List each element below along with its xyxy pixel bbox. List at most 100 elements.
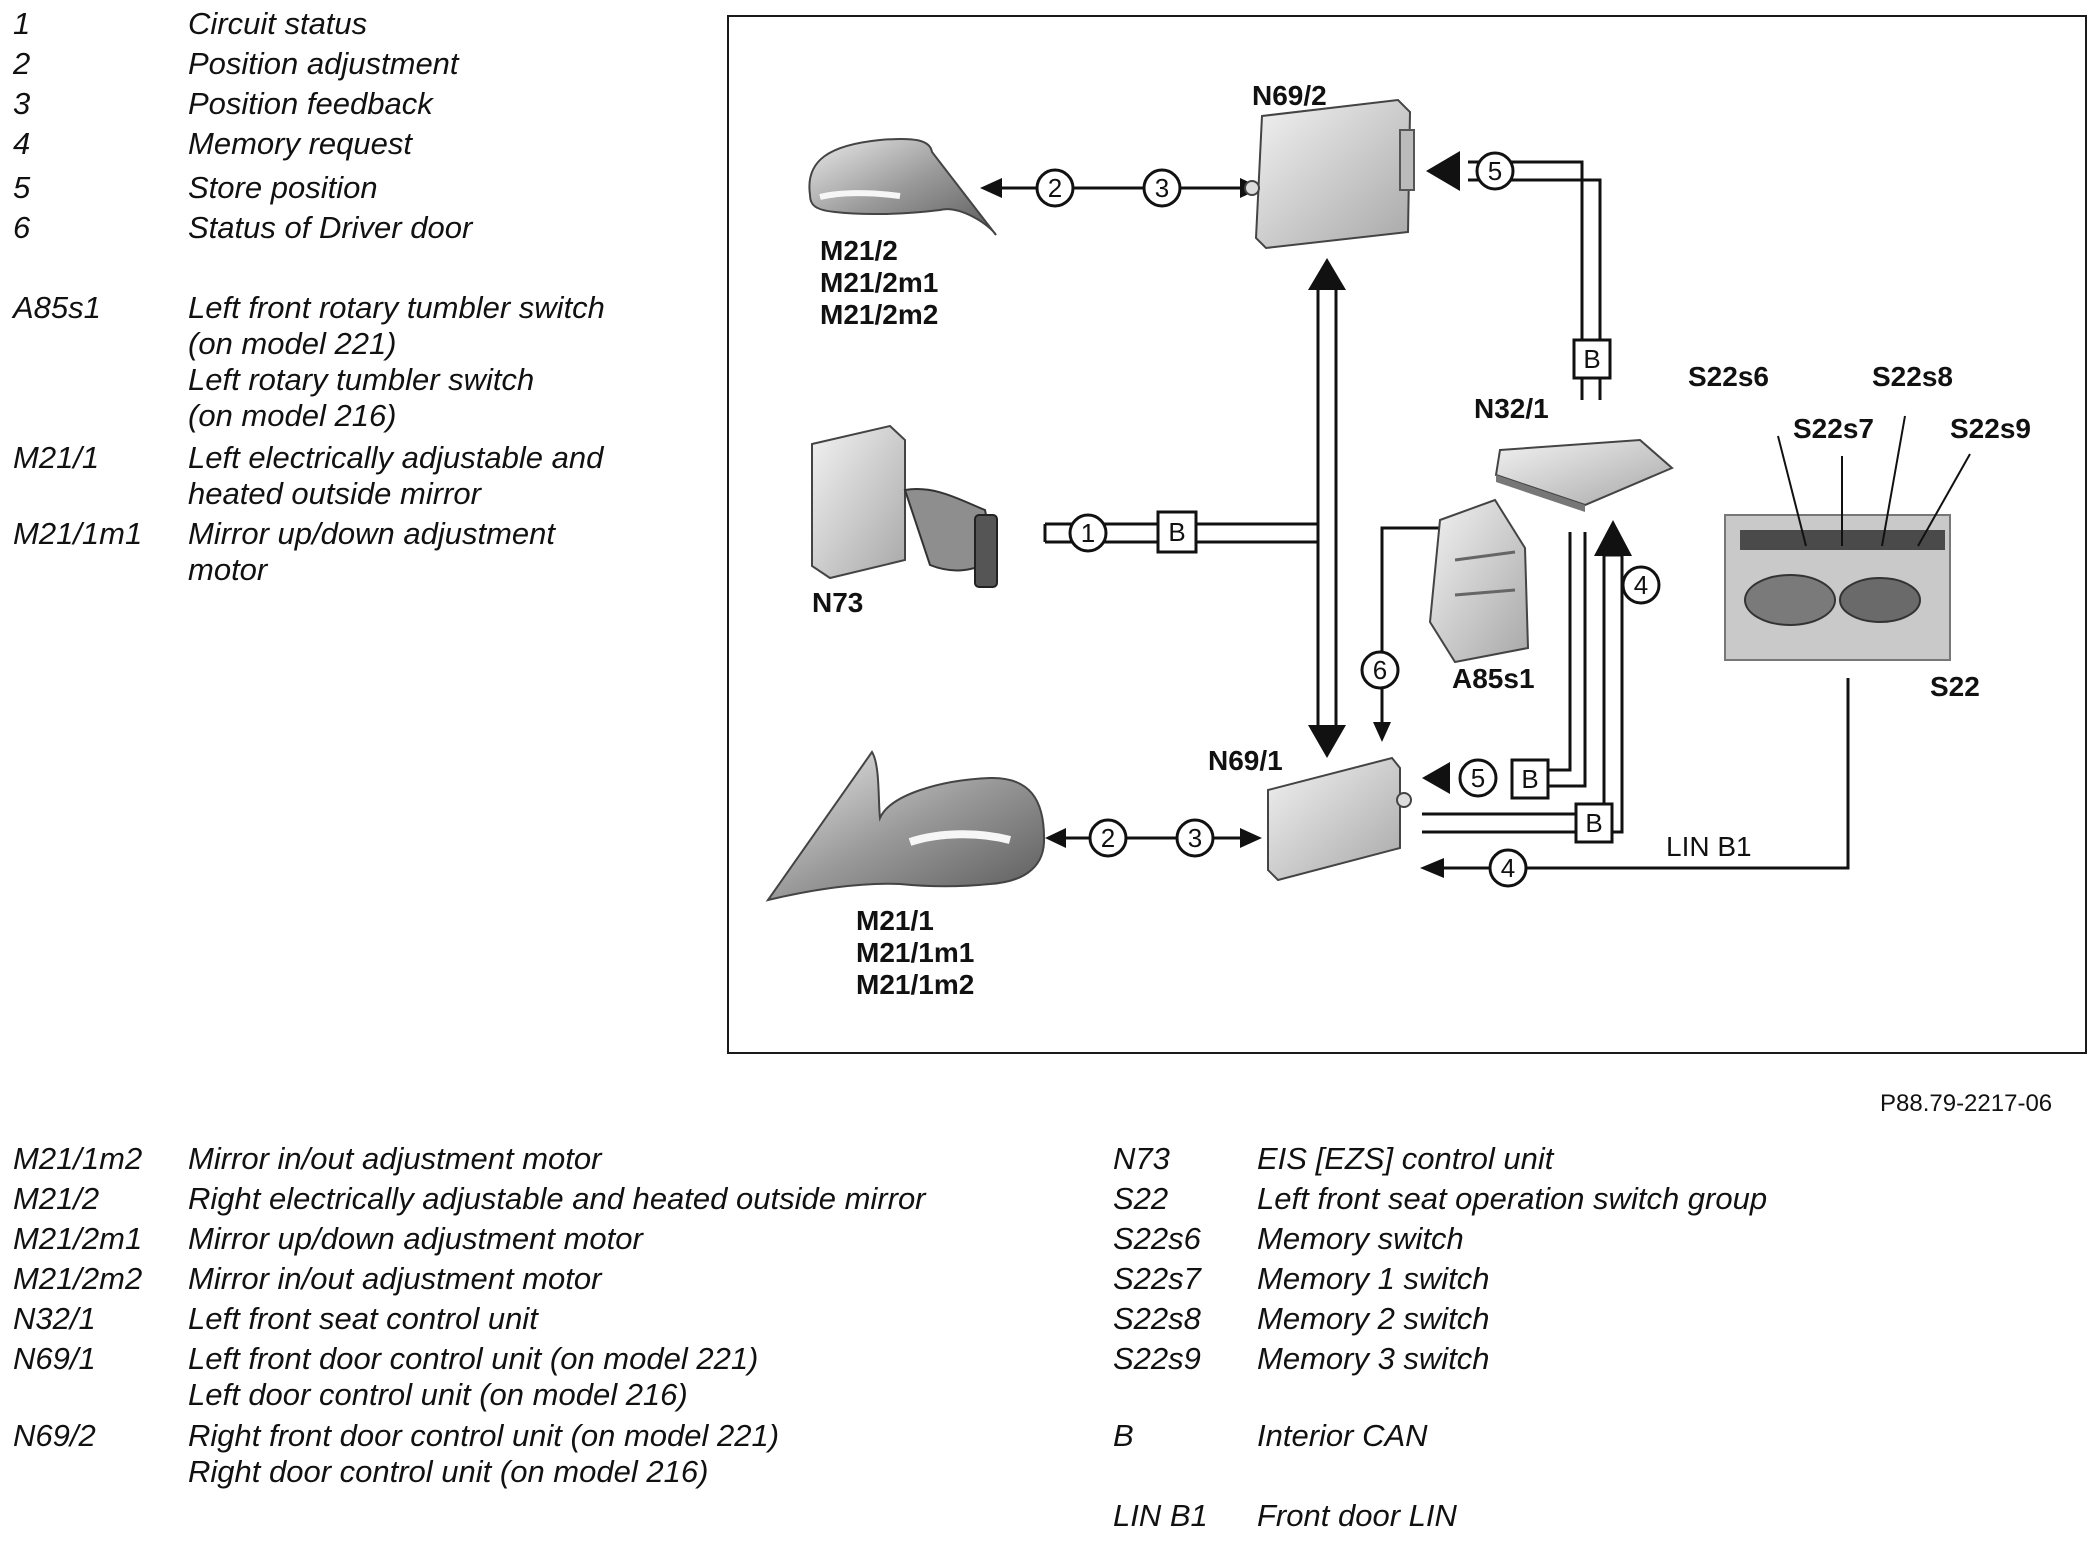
legend-description: Position adjustment bbox=[188, 46, 459, 82]
bus-tag-label: B bbox=[1583, 344, 1600, 374]
component-labels: N69/2 M21/2 M21/2m1 M21/2m2 N73 N32/1 A8… bbox=[812, 80, 2031, 1000]
legend-code: 1 bbox=[13, 6, 31, 41]
legend-description: Memory switch bbox=[1257, 1221, 1464, 1257]
legend-code: S22 bbox=[1113, 1181, 1169, 1216]
legend-description-line: Left front seat operation switch group bbox=[1257, 1181, 1768, 1216]
legend-description: Memory 2 switch bbox=[1257, 1301, 1490, 1337]
legend-description-line: Mirror in/out adjustment motor bbox=[188, 1141, 602, 1176]
legend-description-line: Mirror up/down adjustment motor bbox=[188, 1221, 643, 1256]
legend-description-line: Right front door control unit (on model … bbox=[188, 1418, 780, 1453]
marker-bottom-mirror-adjust: 2 bbox=[1101, 823, 1115, 853]
legend-code: S22s6 bbox=[1113, 1221, 1201, 1256]
wires bbox=[1000, 160, 1850, 870]
module-n32-1 bbox=[1494, 438, 1674, 512]
legend-description-line: Mirror in/out adjustment motor bbox=[188, 1261, 602, 1296]
mirror-m21-2 bbox=[808, 137, 997, 236]
legend-description-line: Left front rotary tumbler switch bbox=[188, 290, 605, 325]
legend-description: Interior CAN bbox=[1257, 1418, 1428, 1454]
marker-bottom-store: 5 bbox=[1471, 763, 1485, 793]
label-m21-1: M21/1 bbox=[856, 905, 934, 936]
label-m21-1m1: M21/1m1 bbox=[856, 937, 974, 968]
legend-code: 5 bbox=[13, 170, 31, 205]
bus-tag-label: B bbox=[1585, 808, 1602, 838]
label-s22s9: S22s9 bbox=[1950, 413, 2031, 444]
marker-top-store: 5 bbox=[1488, 156, 1502, 186]
marker-seat-memory-request: 4 bbox=[1634, 570, 1648, 600]
legend-code: S22s7 bbox=[1113, 1261, 1201, 1296]
legend-description-line: Left door control unit (on model 216) bbox=[188, 1377, 688, 1412]
legend-code: S22s9 bbox=[1113, 1341, 1201, 1376]
legend-description: Store position bbox=[188, 170, 378, 206]
label-s22s6: S22s6 bbox=[1688, 361, 1769, 392]
bus-tags: B B B B bbox=[1156, 338, 1614, 844]
legend-description-line: EIS [EZS] control unit bbox=[1257, 1141, 1554, 1176]
legend-code: M21/2 bbox=[13, 1181, 100, 1216]
marker-top-mirror-feedback: 3 bbox=[1155, 173, 1169, 203]
label-s22: S22 bbox=[1930, 671, 1980, 702]
legend-description: Left front seat operation switch group bbox=[1257, 1181, 1767, 1217]
legend-description-line: (on model 216) bbox=[188, 398, 397, 433]
legend-code: M21/1 bbox=[13, 440, 100, 475]
legend-code: N73 bbox=[1113, 1141, 1170, 1176]
label-m21-2m1: M21/2m1 bbox=[820, 267, 938, 298]
module-n69-2 bbox=[1244, 98, 1415, 250]
legend-description-line: Status of Driver door bbox=[188, 210, 473, 245]
legend-description: Position feedback bbox=[188, 86, 433, 122]
legend-code: 6 bbox=[13, 210, 31, 245]
marker-door-status: 6 bbox=[1373, 655, 1387, 685]
figure-reference: P88.79-2217-06 bbox=[1880, 1090, 2053, 1117]
label-m21-1m2: M21/1m2 bbox=[856, 969, 974, 1000]
legend-description-line: Right door control unit (on model 216) bbox=[188, 1454, 709, 1489]
wire-n69-2-n32-1-b bbox=[1468, 178, 1602, 340]
legend-description-line: motor bbox=[188, 552, 268, 587]
legend-code: M21/2m2 bbox=[13, 1261, 143, 1296]
marker-lin-memory-request: 4 bbox=[1501, 853, 1515, 883]
label-s22s8: S22s8 bbox=[1872, 361, 1953, 392]
legend-code: N69/1 bbox=[13, 1341, 96, 1376]
legend-code: B bbox=[1113, 1418, 1134, 1453]
legend-description-line: (on model 221) bbox=[188, 326, 397, 361]
legend-description: Status of Driver door bbox=[188, 210, 472, 246]
legend-code: M21/1m1 bbox=[13, 516, 143, 551]
mirror-m21-1 bbox=[765, 750, 1046, 902]
legend-description-line: heated outside mirror bbox=[188, 476, 481, 511]
legend-description-line: Memory 2 switch bbox=[1257, 1301, 1490, 1336]
label-a85s1: A85s1 bbox=[1452, 663, 1535, 694]
legend-code: 4 bbox=[13, 126, 31, 161]
label-m21-2m2: M21/2m2 bbox=[820, 299, 938, 330]
legend-description-line: Left front door control unit (on model 2… bbox=[188, 1341, 759, 1376]
legend-description-line: Position feedback bbox=[188, 86, 433, 121]
legend-description-line: Memory switch bbox=[1257, 1221, 1464, 1256]
wire-memory-request-b bbox=[1422, 555, 1624, 834]
marker-top-mirror-adjust: 2 bbox=[1048, 173, 1062, 203]
legend-description: Memory request bbox=[188, 126, 412, 162]
label-n32-1: N32/1 bbox=[1474, 393, 1549, 424]
arrowheads bbox=[980, 151, 1632, 878]
legend-code: N69/2 bbox=[13, 1418, 96, 1453]
label-n69-1: N69/1 bbox=[1208, 745, 1283, 776]
bus-tag-label: B bbox=[1521, 764, 1538, 794]
wire-n32-1-n69-1-store-a bbox=[1545, 532, 1572, 772]
diagram-frame bbox=[727, 15, 2087, 1054]
legend-description: Left front door control unit (on model 2… bbox=[188, 1341, 758, 1413]
legend-code: M21/2m1 bbox=[13, 1221, 143, 1256]
legend-description: Mirror in/out adjustment motor bbox=[188, 1261, 601, 1297]
legend-description-line: Right electrically adjustable and heated… bbox=[188, 1181, 926, 1216]
legend-description: Front door LIN bbox=[1257, 1498, 1457, 1534]
module-n73 bbox=[811, 424, 998, 588]
marker-n73-status: 1 bbox=[1081, 518, 1095, 548]
legend-description: Mirror in/out adjustment motor bbox=[188, 1141, 601, 1177]
legend-description: Left front rotary tumbler switch(on mode… bbox=[188, 290, 605, 434]
label-n73: N73 bbox=[812, 587, 863, 618]
legend-code: M21/1m2 bbox=[13, 1141, 143, 1176]
legend-description-line: Memory 3 switch bbox=[1257, 1341, 1490, 1376]
label-n69-2: N69/2 bbox=[1252, 80, 1327, 111]
legend-code: 2 bbox=[13, 46, 31, 81]
legend-description: Memory 3 switch bbox=[1257, 1341, 1490, 1377]
bus-tag-label: B bbox=[1168, 517, 1185, 547]
module-a85s1 bbox=[1428, 498, 1530, 664]
label-s22s7: S22s7 bbox=[1793, 413, 1874, 444]
wire-n69-2-n32-1-a bbox=[1468, 160, 1584, 340]
